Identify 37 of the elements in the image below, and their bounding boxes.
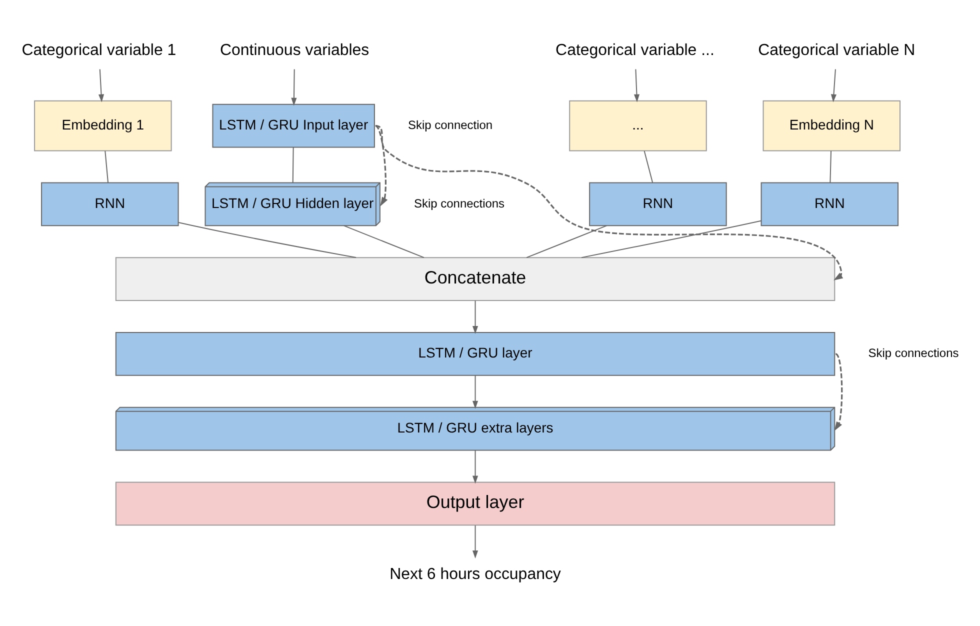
node-box: Output layer bbox=[115, 482, 836, 526]
connector bbox=[526, 225, 608, 258]
arrow bbox=[834, 353, 843, 431]
arrow bbox=[291, 68, 297, 106]
node-box: LSTM / GRU layer bbox=[115, 332, 836, 376]
node-box: Embedding 1 bbox=[34, 100, 172, 152]
label: Skip connection bbox=[408, 118, 493, 132]
node-box: ... bbox=[569, 100, 707, 152]
node-text: Categorical variable N bbox=[758, 42, 916, 59]
arrow bbox=[472, 450, 478, 484]
node-text: Categorical variable ... bbox=[556, 42, 714, 59]
connector bbox=[104, 150, 109, 184]
arrow bbox=[472, 300, 478, 334]
label: Skip connections bbox=[868, 346, 959, 360]
connector bbox=[644, 150, 654, 184]
connector bbox=[830, 150, 832, 184]
node-text: Next 6 hours occupancy bbox=[390, 566, 561, 583]
arrow bbox=[375, 125, 844, 280]
connector bbox=[178, 222, 357, 258]
connector bbox=[343, 225, 424, 258]
arrow bbox=[830, 68, 837, 102]
arrow bbox=[472, 375, 478, 409]
node-box: RNN bbox=[760, 182, 899, 226]
arrow bbox=[375, 125, 388, 206]
arrow bbox=[98, 68, 104, 102]
node-text: Continuous variables bbox=[220, 42, 370, 59]
arrow bbox=[472, 524, 478, 558]
node-box: LSTM / GRU Input layer bbox=[212, 104, 375, 148]
node-box: RNN bbox=[41, 182, 179, 226]
node-box: RNN bbox=[589, 182, 727, 226]
label: Skip connections bbox=[414, 196, 505, 210]
arrow bbox=[634, 68, 640, 102]
node-text: Categorical variable 1 bbox=[22, 42, 176, 59]
node-box: Concatenate bbox=[115, 257, 836, 302]
node-box: Embedding N bbox=[762, 100, 901, 152]
connector bbox=[292, 146, 294, 184]
connector bbox=[581, 220, 762, 258]
